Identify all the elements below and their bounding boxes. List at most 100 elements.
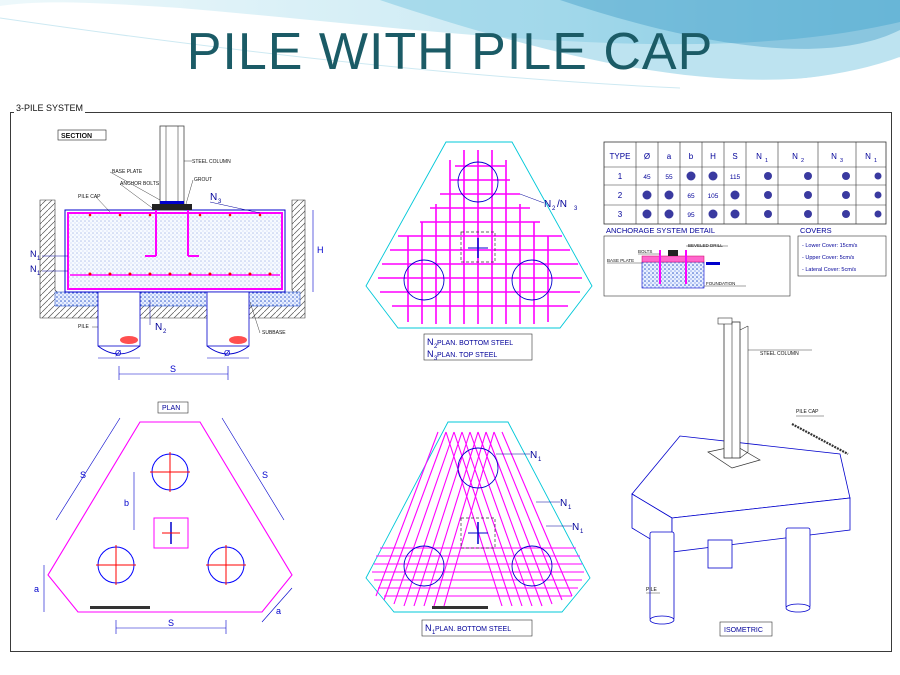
n1-pile-3	[511, 545, 553, 587]
table-header-2: a	[667, 152, 672, 161]
label-h: H	[317, 245, 324, 255]
label-phi-right: Ø	[224, 349, 230, 358]
table-header-7: N	[792, 152, 798, 161]
table-blurred-cells	[642, 171, 882, 219]
label-n3-sub: 3	[218, 199, 222, 205]
table-header-9: N	[865, 152, 871, 161]
label-steel-column: STEEL COLUMN	[192, 159, 231, 165]
plan-view: PLAN S S b a a S	[34, 401, 293, 634]
plan-pile-crosses	[96, 452, 246, 585]
anchorage-label-bolts: BOLTS	[638, 249, 652, 254]
n1-label-c-sub: 1	[580, 529, 584, 535]
table-header-5: S	[732, 152, 737, 161]
section-view: SECTION BASE P	[30, 125, 324, 380]
label-s: S	[170, 364, 176, 374]
iso-label-column: STEEL COLUMN	[760, 351, 799, 357]
label-n1-b: N	[30, 264, 37, 274]
covers-box: COVERS - Lower Cover: 15cm/s - Upper Cov…	[797, 226, 887, 277]
iso-label-cap: PILE CAP	[796, 409, 819, 415]
covers-title: COVERS	[800, 226, 832, 235]
iso-pile-2	[707, 539, 733, 569]
label-pile: PILE	[78, 324, 90, 330]
caption-2: PLAN. TOP STEEL	[437, 352, 497, 359]
isometric-view: STEEL COLUMN PILE CAP PILE ISOMETRIC	[631, 317, 851, 637]
table-header-6: N	[756, 152, 762, 161]
anchorage-base-plate	[641, 255, 705, 263]
label-grout: GROUT	[194, 177, 212, 183]
table-cell-2-0: 3	[618, 210, 623, 219]
top-pile-3	[511, 259, 553, 301]
top-pile-2	[403, 259, 445, 301]
top-label-n2: N	[544, 199, 551, 210]
plan-label-s-right: S	[262, 470, 268, 480]
n1-label-a: N	[530, 450, 537, 461]
top-base-plate	[460, 231, 496, 263]
iso-pile-1	[649, 531, 675, 621]
n1-caption: PLAN. BOTTOM STEEL	[435, 626, 511, 633]
n1-rebar-horizontal	[372, 547, 584, 597]
table-rows: 1 45 55 115 2 65 105 3 95	[618, 172, 741, 219]
top-label-sep: /N	[557, 199, 567, 210]
table-cell-1-4: 105	[708, 193, 719, 200]
label-base-plate: BASE PLATE	[112, 169, 143, 175]
top-label-n2-sub: 2	[552, 206, 556, 212]
base-plate	[152, 204, 192, 210]
label-n2-sub: 2	[163, 329, 167, 335]
n1-rebar-diagonal-b	[445, 431, 573, 607]
table-header-1: Ø	[644, 152, 650, 161]
anchorage-label-foundation: FOUNDATION	[706, 281, 735, 286]
iso-title-box	[719, 621, 773, 637]
cover-lower: - Lower Cover: 15cm/s	[802, 243, 858, 249]
n1-label-b: N	[560, 498, 567, 509]
table-header-3: b	[689, 152, 694, 161]
n1-pile-1	[457, 447, 499, 489]
anchorage-label-drill: BEVELED DRILL	[688, 243, 723, 248]
caption-1: PLAN. BOTTOM STEEL	[437, 340, 513, 347]
header-wave-decoration	[0, 0, 900, 89]
table-cell-2-3: 95	[687, 212, 695, 219]
subbase-layer	[54, 291, 301, 307]
table-cell-0-0: 1	[618, 172, 623, 181]
iso-label-pile: PILE	[646, 587, 658, 593]
anchorage-label-plate: BASE PLATE	[607, 258, 634, 263]
plan-label-s-left: S	[80, 470, 86, 480]
n1-caption-sub: 1	[432, 630, 436, 636]
caption-2-n: N	[427, 349, 434, 359]
table-cell-0-2: 55	[665, 174, 673, 181]
top-plan-captions	[423, 333, 533, 361]
caption-2-sub: 3	[434, 356, 438, 362]
label-n3: N	[210, 192, 217, 203]
slide-title: PILE WITH PILE CAP	[186, 23, 714, 81]
n1-caption-box	[421, 619, 533, 637]
label-anchor-bolts: ANCHOR BOLTS	[120, 181, 160, 187]
table-cell-1-3: 65	[687, 193, 695, 200]
plan-dim-s-left	[55, 417, 121, 521]
n1-label-a-sub: 1	[538, 457, 542, 463]
caption-1-n: N	[427, 337, 434, 347]
iso-title: ISOMETRIC	[724, 627, 763, 634]
top-label-n3-sub: 3	[574, 206, 578, 212]
anchorage-detail: ANCHORAGE SYSTEM DETAIL BEVELED DRILL BO…	[603, 226, 791, 297]
table-header-8: N	[831, 152, 837, 161]
section-title: SECTION	[61, 133, 92, 140]
top-pile-1	[457, 161, 499, 203]
section-rebar-cage	[67, 212, 283, 290]
n1-caption-n: N	[425, 623, 432, 633]
table-cell-1-0: 2	[618, 191, 623, 200]
anchorage-foundation	[641, 261, 705, 289]
top-rebar-grid	[378, 150, 582, 324]
n1-label-b-sub: 1	[568, 505, 572, 511]
table-header-4: H	[710, 152, 716, 161]
n1-label-c: N	[572, 522, 579, 533]
table-cell-0-5: 115	[730, 174, 741, 181]
table-cell-0-1: 45	[643, 174, 651, 181]
label-n1-b-sub: 1	[37, 271, 41, 277]
label-n1-a-sub: 1	[37, 256, 41, 262]
caption-1-sub: 2	[434, 344, 438, 350]
n1-base-plate	[460, 517, 496, 549]
cover-lateral: - Lateral Cover: 5cm/s	[802, 267, 856, 273]
label-pile-cap: PILE CAP	[78, 194, 101, 200]
plan-label-s-bottom: S	[168, 618, 174, 628]
